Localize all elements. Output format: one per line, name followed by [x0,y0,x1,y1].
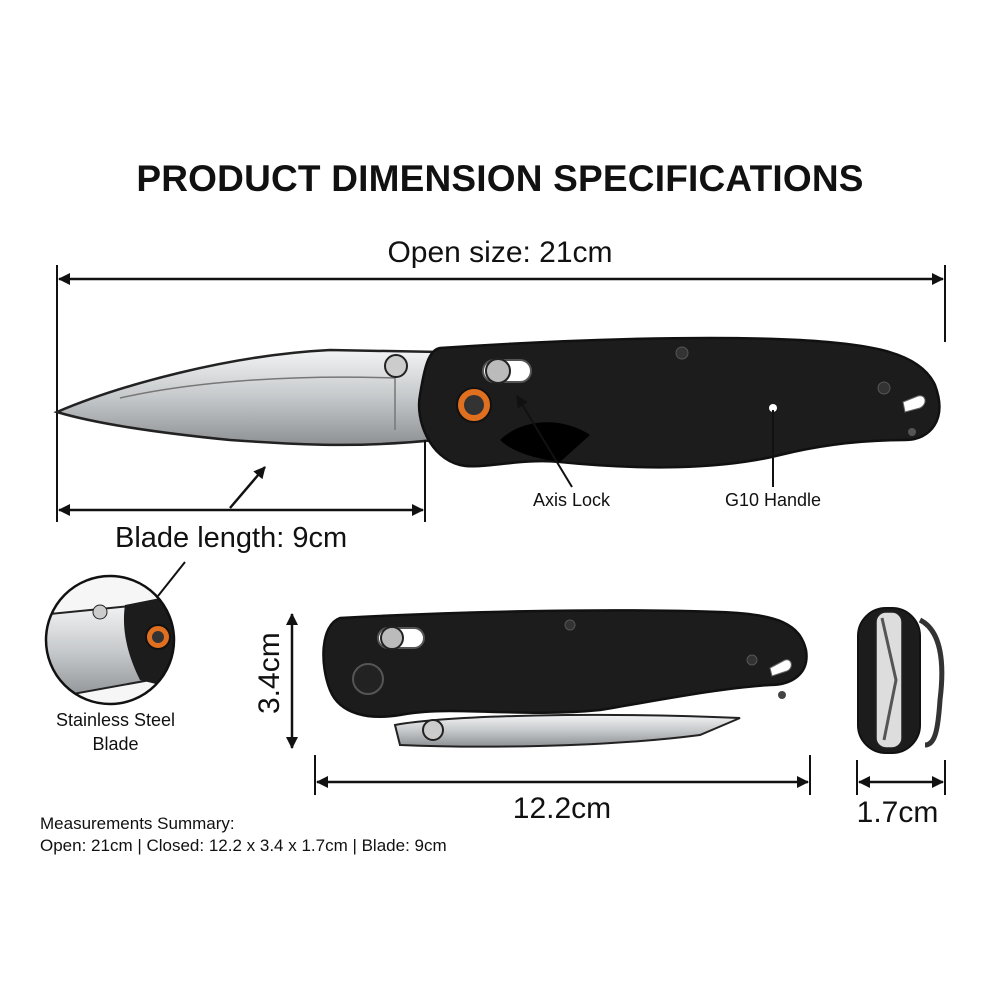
closed-length-label: 12.2cm [512,792,612,825]
closed-height-label: 3.4cm [253,632,286,714]
blade [53,348,442,447]
axis-lock-bar [485,358,511,384]
open-size-dimension [56,265,946,522]
steel-blade-label: Stainless Steel Blade [38,708,193,756]
blade-length-dimension [58,440,426,522]
g10-handle-label: G10 Handle [724,490,822,510]
measurements-summary: Measurements Summary: Open: 21cm | Close… [40,813,447,857]
side-view-illustration [857,607,945,754]
blade-length-label: Blade length: 9cm [115,522,348,554]
closed-knife-illustration [322,609,808,748]
page-title: PRODUCT DIMENSION SPECIFICATIONS [136,158,864,199]
axis-lock-leader [516,395,573,488]
axis-lock-label: Axis Lock [533,490,611,510]
g10-dot [769,404,777,412]
summary-heading: Measurements Summary: [40,814,235,833]
closed-dimensions [286,613,946,795]
blade-detail-inset [44,561,186,706]
closed-width-label: 1.7cm [856,796,939,829]
steel-label-line2: Blade [92,734,139,754]
summary-line: Open: 21cm | Closed: 12.2 x 3.4 x 1.7cm … [40,836,447,855]
open-knife-illustration [53,336,941,469]
steel-label-line1: Stainless Steel [55,710,176,730]
open-size-label: Open size: 21cm [387,236,613,269]
